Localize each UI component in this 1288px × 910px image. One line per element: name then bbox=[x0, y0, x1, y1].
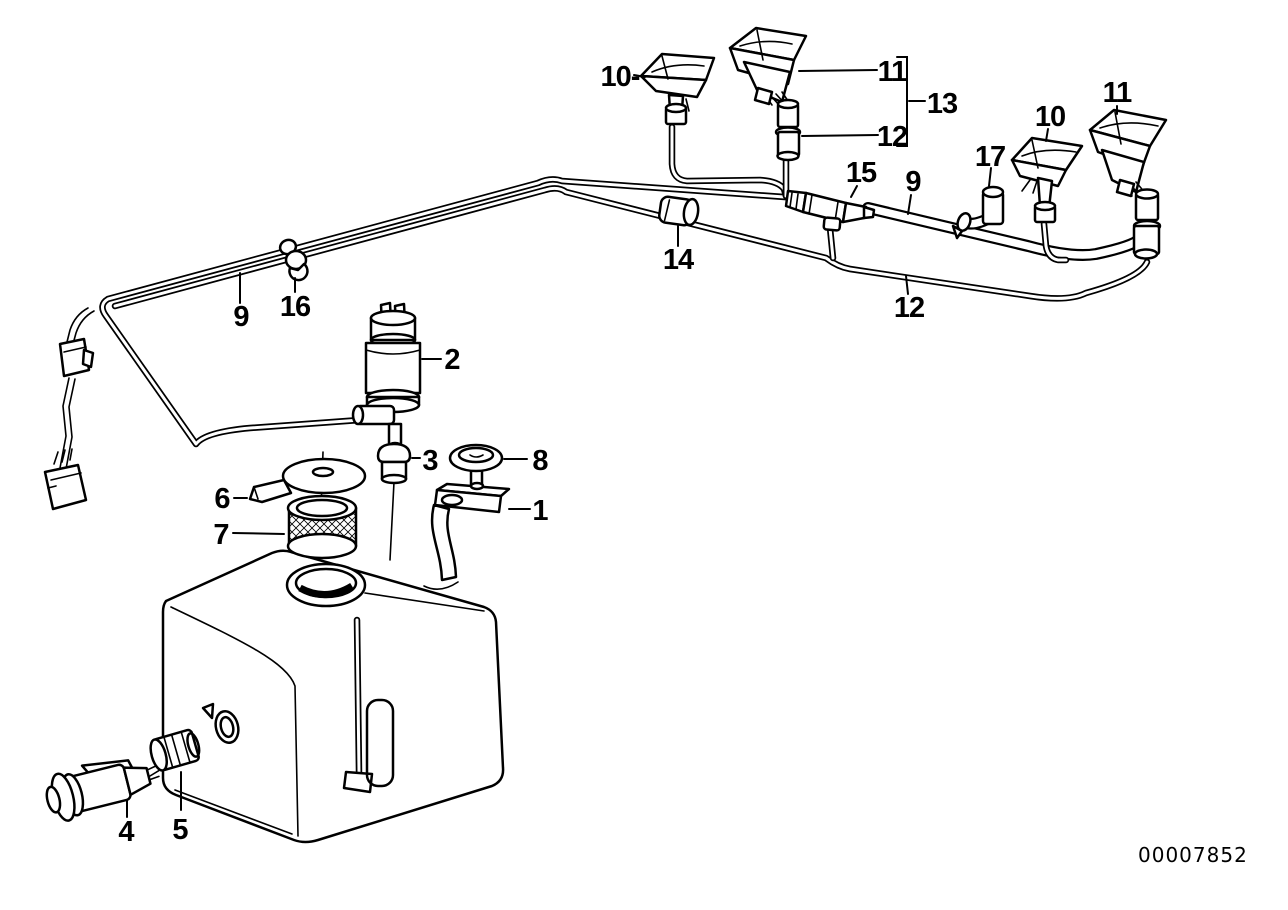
part-16-clip bbox=[278, 238, 309, 282]
part-label-8: 8 bbox=[532, 445, 548, 477]
part-15-t-connector bbox=[784, 189, 876, 262]
part-7-filter bbox=[286, 494, 358, 560]
part-label-14: 14 bbox=[663, 244, 694, 276]
part-1-bracket bbox=[423, 482, 511, 590]
drawing-number: 00007852 bbox=[1138, 843, 1248, 867]
part-10-nozzle-left bbox=[639, 52, 716, 126]
part-14-clip bbox=[658, 195, 700, 227]
part-label-13: 13 bbox=[927, 88, 958, 120]
tank-opening-gasket bbox=[285, 562, 367, 608]
part-label-6: 6 bbox=[214, 483, 230, 515]
part-label-9-left: 9 bbox=[233, 301, 249, 333]
part-label-3: 3 bbox=[422, 445, 438, 477]
part-label-10-right: 10 bbox=[1035, 101, 1065, 133]
part-6-cover bbox=[248, 457, 367, 504]
wiring-harness bbox=[43, 307, 95, 511]
part-12-connector-right bbox=[1132, 188, 1162, 260]
part-label-2: 2 bbox=[444, 344, 459, 376]
part-label-15: 15 bbox=[846, 157, 877, 189]
part-17-elbow-connector bbox=[951, 185, 1005, 240]
part-label-16: 16 bbox=[280, 291, 311, 323]
part-3-grommet bbox=[376, 442, 412, 485]
part-label-7: 7 bbox=[213, 519, 228, 551]
part-5-seal bbox=[149, 728, 201, 772]
part-10-nozzle-right bbox=[1010, 136, 1084, 224]
part-label-11-right: 11 bbox=[1103, 77, 1133, 109]
part-11-nozzle-heated-right bbox=[1088, 108, 1168, 260]
part-label-11-top: 11 bbox=[878, 56, 908, 88]
connector-lower bbox=[43, 448, 88, 511]
part-label-17: 17 bbox=[975, 141, 1005, 173]
part-label-4: 4 bbox=[118, 816, 134, 848]
connector-upper bbox=[58, 337, 95, 378]
part-2-washer-pump bbox=[351, 301, 422, 451]
sensor-hole bbox=[201, 702, 240, 745]
part-4-level-switch bbox=[45, 759, 160, 822]
part-label-12-top: 12 bbox=[877, 121, 907, 153]
part-label-12-bottom: 12 bbox=[894, 292, 924, 324]
part-label-5: 5 bbox=[172, 814, 188, 846]
part-label-10-left: 10- bbox=[601, 61, 640, 93]
part-label-1: 1 bbox=[532, 495, 548, 527]
part-8-cap bbox=[448, 443, 504, 491]
part-label-9-right: 9 bbox=[905, 166, 921, 198]
part-12-connector-top bbox=[774, 98, 802, 162]
part-11-nozzle-heated-left bbox=[728, 26, 808, 162]
callout-leaders bbox=[126, 56, 1118, 818]
part-labels: 10- 11 13 12 10 11 17 15 9 14 12 9 16 2 … bbox=[118, 56, 1133, 848]
